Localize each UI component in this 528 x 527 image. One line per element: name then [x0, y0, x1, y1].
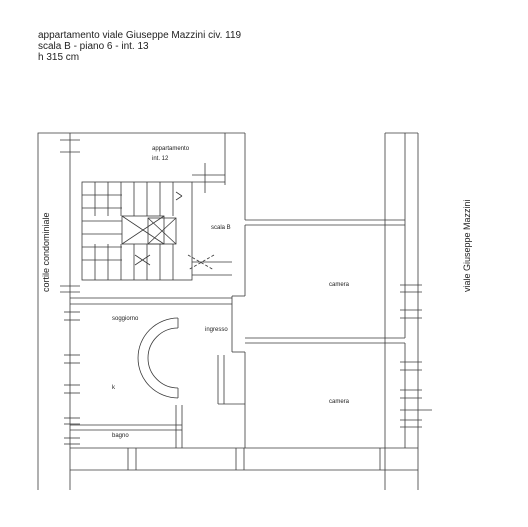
label-bagno: bagno: [112, 433, 129, 439]
partition-walls: [70, 185, 406, 448]
plan-header: appartamento viale Giuseppe Mazzini civ.…: [38, 30, 241, 63]
landing-doors: [187, 163, 232, 276]
label-camera-bottom: camera: [329, 399, 350, 405]
label-viale: viale Giuseppe Mazzini: [462, 199, 472, 292]
label-cortile: cortile condominiale: [41, 212, 51, 292]
label-appartamento-int: int. 12: [152, 156, 169, 162]
windows-left: [60, 139, 80, 445]
label-kitchen: k: [112, 385, 116, 391]
header-stair-floor: scala B - piano 6 - int. 13: [38, 41, 149, 52]
label-ingresso: ingresso: [205, 327, 228, 333]
label-soggiorno: soggiorno: [112, 316, 139, 322]
label-scala: scala B: [211, 225, 231, 231]
header-address: appartamento viale Giuseppe Mazzini civ.…: [38, 30, 242, 41]
staircase: [81, 181, 193, 281]
windows-right: [400, 284, 432, 428]
header-height: h 315 cm: [38, 52, 80, 63]
label-appartamento-12: appartamento: [152, 146, 190, 152]
label-camera-top: camera: [329, 282, 350, 288]
windows-bottom: [127, 448, 381, 470]
curved-wall: [137, 317, 179, 399]
